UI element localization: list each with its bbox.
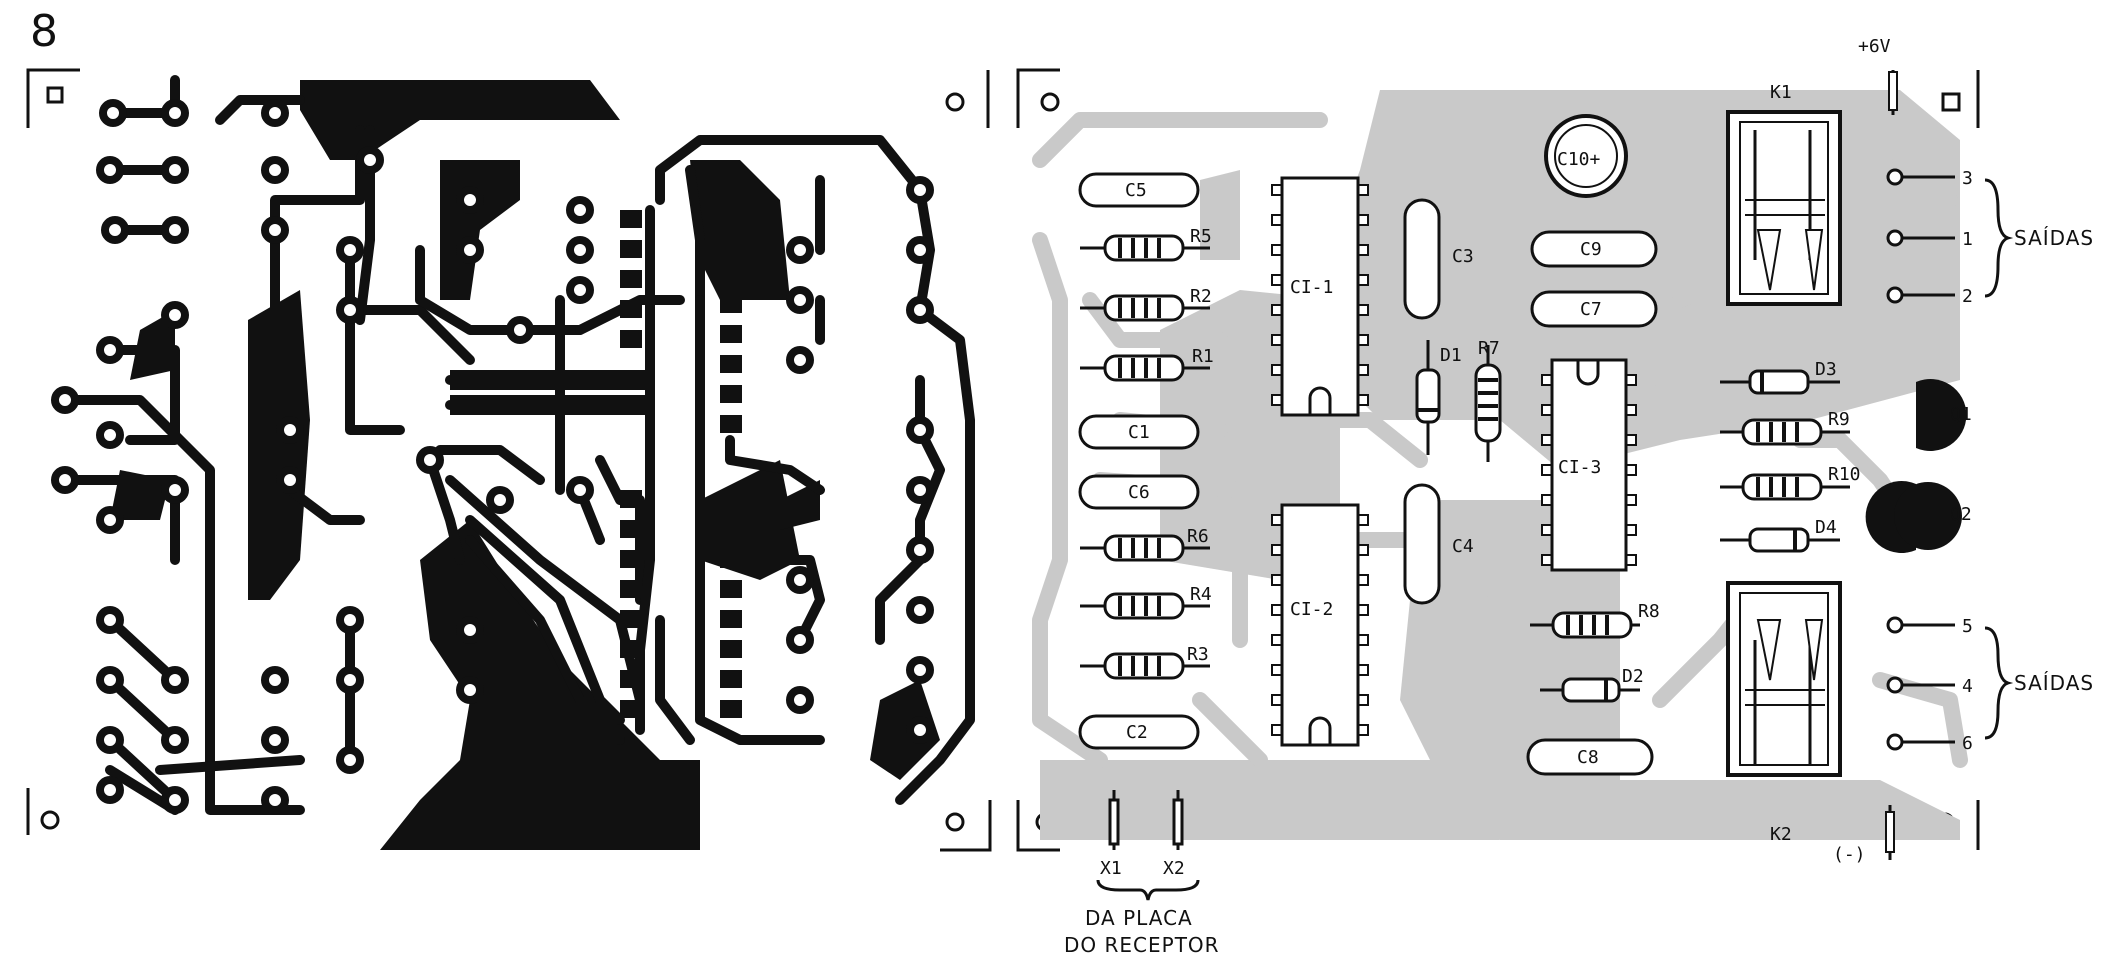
svg-text:C8: C8 (1577, 747, 1599, 768)
svg-text:C2: C2 (1126, 722, 1148, 743)
svg-text:CI-2: CI-2 (1290, 599, 1333, 620)
capacitor-c5: C5 (1078, 172, 1200, 208)
output-pin-1: 1 (1962, 229, 1973, 250)
resistor-r10: R10 (1720, 464, 1861, 501)
resistor-r8: R8 (1530, 601, 1660, 639)
round-pads (51, 99, 934, 814)
svg-text:C9: C9 (1580, 239, 1602, 260)
svg-text:C1: C1 (1128, 422, 1150, 443)
input-pins (1096, 790, 1200, 901)
input-x2: X2 (1163, 858, 1185, 879)
svg-text:C5: C5 (1125, 180, 1147, 201)
ic-ci1: CI-1 (1271, 176, 1369, 417)
output-pin-3: 3 (1962, 168, 1973, 189)
svg-text:R9: R9 (1828, 409, 1850, 430)
capacitor-c8: C8 (1526, 738, 1654, 776)
diode-d4: D4 (1720, 517, 1840, 553)
resistor-r9: R9 (1720, 409, 1850, 446)
output-pin-2: 2 (1962, 286, 1973, 307)
input-source-line1: DA PLACA (1085, 906, 1193, 930)
input-x1: X1 (1100, 858, 1122, 879)
outputs-top-label: SAÍDAS (2014, 226, 2094, 250)
copper-layout-board (26, 68, 992, 852)
component-layout-board: C5 R5 R2 R1 C1 C6 (1016, 36, 2094, 957)
svg-text:R2: R2 (1190, 286, 1212, 307)
svg-text:C10+: C10+ (1557, 149, 1601, 170)
transistor-q1: Q1 (1916, 378, 1972, 452)
svg-text:R7: R7 (1478, 338, 1500, 359)
transistor-q2: Q2 (1865, 481, 1972, 553)
diode-d2: D2 (1540, 666, 1644, 703)
ic-pads (450, 175, 742, 718)
outputs-bottom-label: SAÍDAS (2014, 671, 2094, 695)
power-pin: +6V (1858, 36, 1898, 115)
outputs-bottom (1886, 616, 1955, 751)
svg-text:CI-3: CI-3 (1558, 457, 1601, 478)
svg-text:(-): (-) (1833, 844, 1866, 865)
resistor-r5: R5 (1080, 226, 1212, 262)
resistor-r2: R2 (1080, 286, 1212, 322)
capacitor-c9: C9 (1530, 230, 1658, 268)
svg-text:Q1: Q1 (1950, 404, 1972, 425)
svg-text:C4: C4 (1452, 536, 1474, 557)
diode-d3: D3 (1720, 359, 1840, 395)
svg-text:D2: D2 (1622, 666, 1644, 687)
svg-text:Q2: Q2 (1950, 504, 1972, 525)
corner-marks-left (26, 68, 992, 852)
svg-text:K1: K1 (1770, 82, 1792, 103)
resistor-r1: R1 (1080, 346, 1214, 382)
svg-text:R10: R10 (1828, 464, 1861, 485)
relay-k1: K1 (1726, 82, 1842, 306)
svg-text:D4: D4 (1815, 517, 1837, 538)
output-pin-4: 4 (1962, 676, 1973, 697)
outputs-top (1886, 168, 2014, 740)
svg-text:D1: D1 (1440, 345, 1462, 366)
svg-text:C6: C6 (1128, 482, 1150, 503)
svg-text:CI-1: CI-1 (1290, 277, 1333, 298)
resistor-r3: R3 (1080, 644, 1210, 680)
resistor-r7: R7 (1474, 338, 1502, 462)
output-pin-6: 6 (1962, 733, 1973, 754)
ic-ci3: CI-3 (1541, 358, 1637, 572)
ic-ci2: CI-2 (1271, 503, 1369, 747)
svg-text:R3: R3 (1187, 644, 1209, 665)
ground-pin: (-) (1833, 805, 1895, 865)
diode-d1: D1 (1415, 340, 1462, 455)
svg-text:K2: K2 (1770, 824, 1792, 845)
input-source-line2: DO RECEPTOR (1064, 933, 1220, 957)
capacitor-c10: C10+ (1544, 114, 1628, 198)
svg-text:R5: R5 (1190, 226, 1212, 247)
copper-pours (110, 80, 940, 850)
svg-text:R6: R6 (1187, 526, 1209, 547)
svg-text:C3: C3 (1452, 246, 1474, 267)
svg-text:C7: C7 (1580, 299, 1602, 320)
svg-text:+6V: +6V (1858, 36, 1891, 57)
resistor-r4: R4 (1080, 584, 1212, 620)
svg-text:D3: D3 (1815, 359, 1837, 380)
svg-text:R1: R1 (1192, 346, 1214, 367)
capacitor-c7: C7 (1530, 290, 1658, 328)
capacitor-c4: C4 (1403, 483, 1474, 605)
figure-number: 8 (30, 6, 58, 57)
capacitor-c2: C2 (1078, 714, 1200, 750)
capacitor-c6: C6 (1078, 474, 1200, 510)
capacitor-c3: C3 (1403, 198, 1474, 320)
resistor-r6: R6 (1080, 526, 1210, 562)
output-pin-5: 5 (1962, 616, 1973, 637)
capacitor-c1: C1 (1078, 414, 1200, 450)
svg-text:R4: R4 (1190, 584, 1212, 605)
relay-k2: K2 (1726, 581, 1842, 845)
svg-text:R8: R8 (1638, 601, 1660, 622)
